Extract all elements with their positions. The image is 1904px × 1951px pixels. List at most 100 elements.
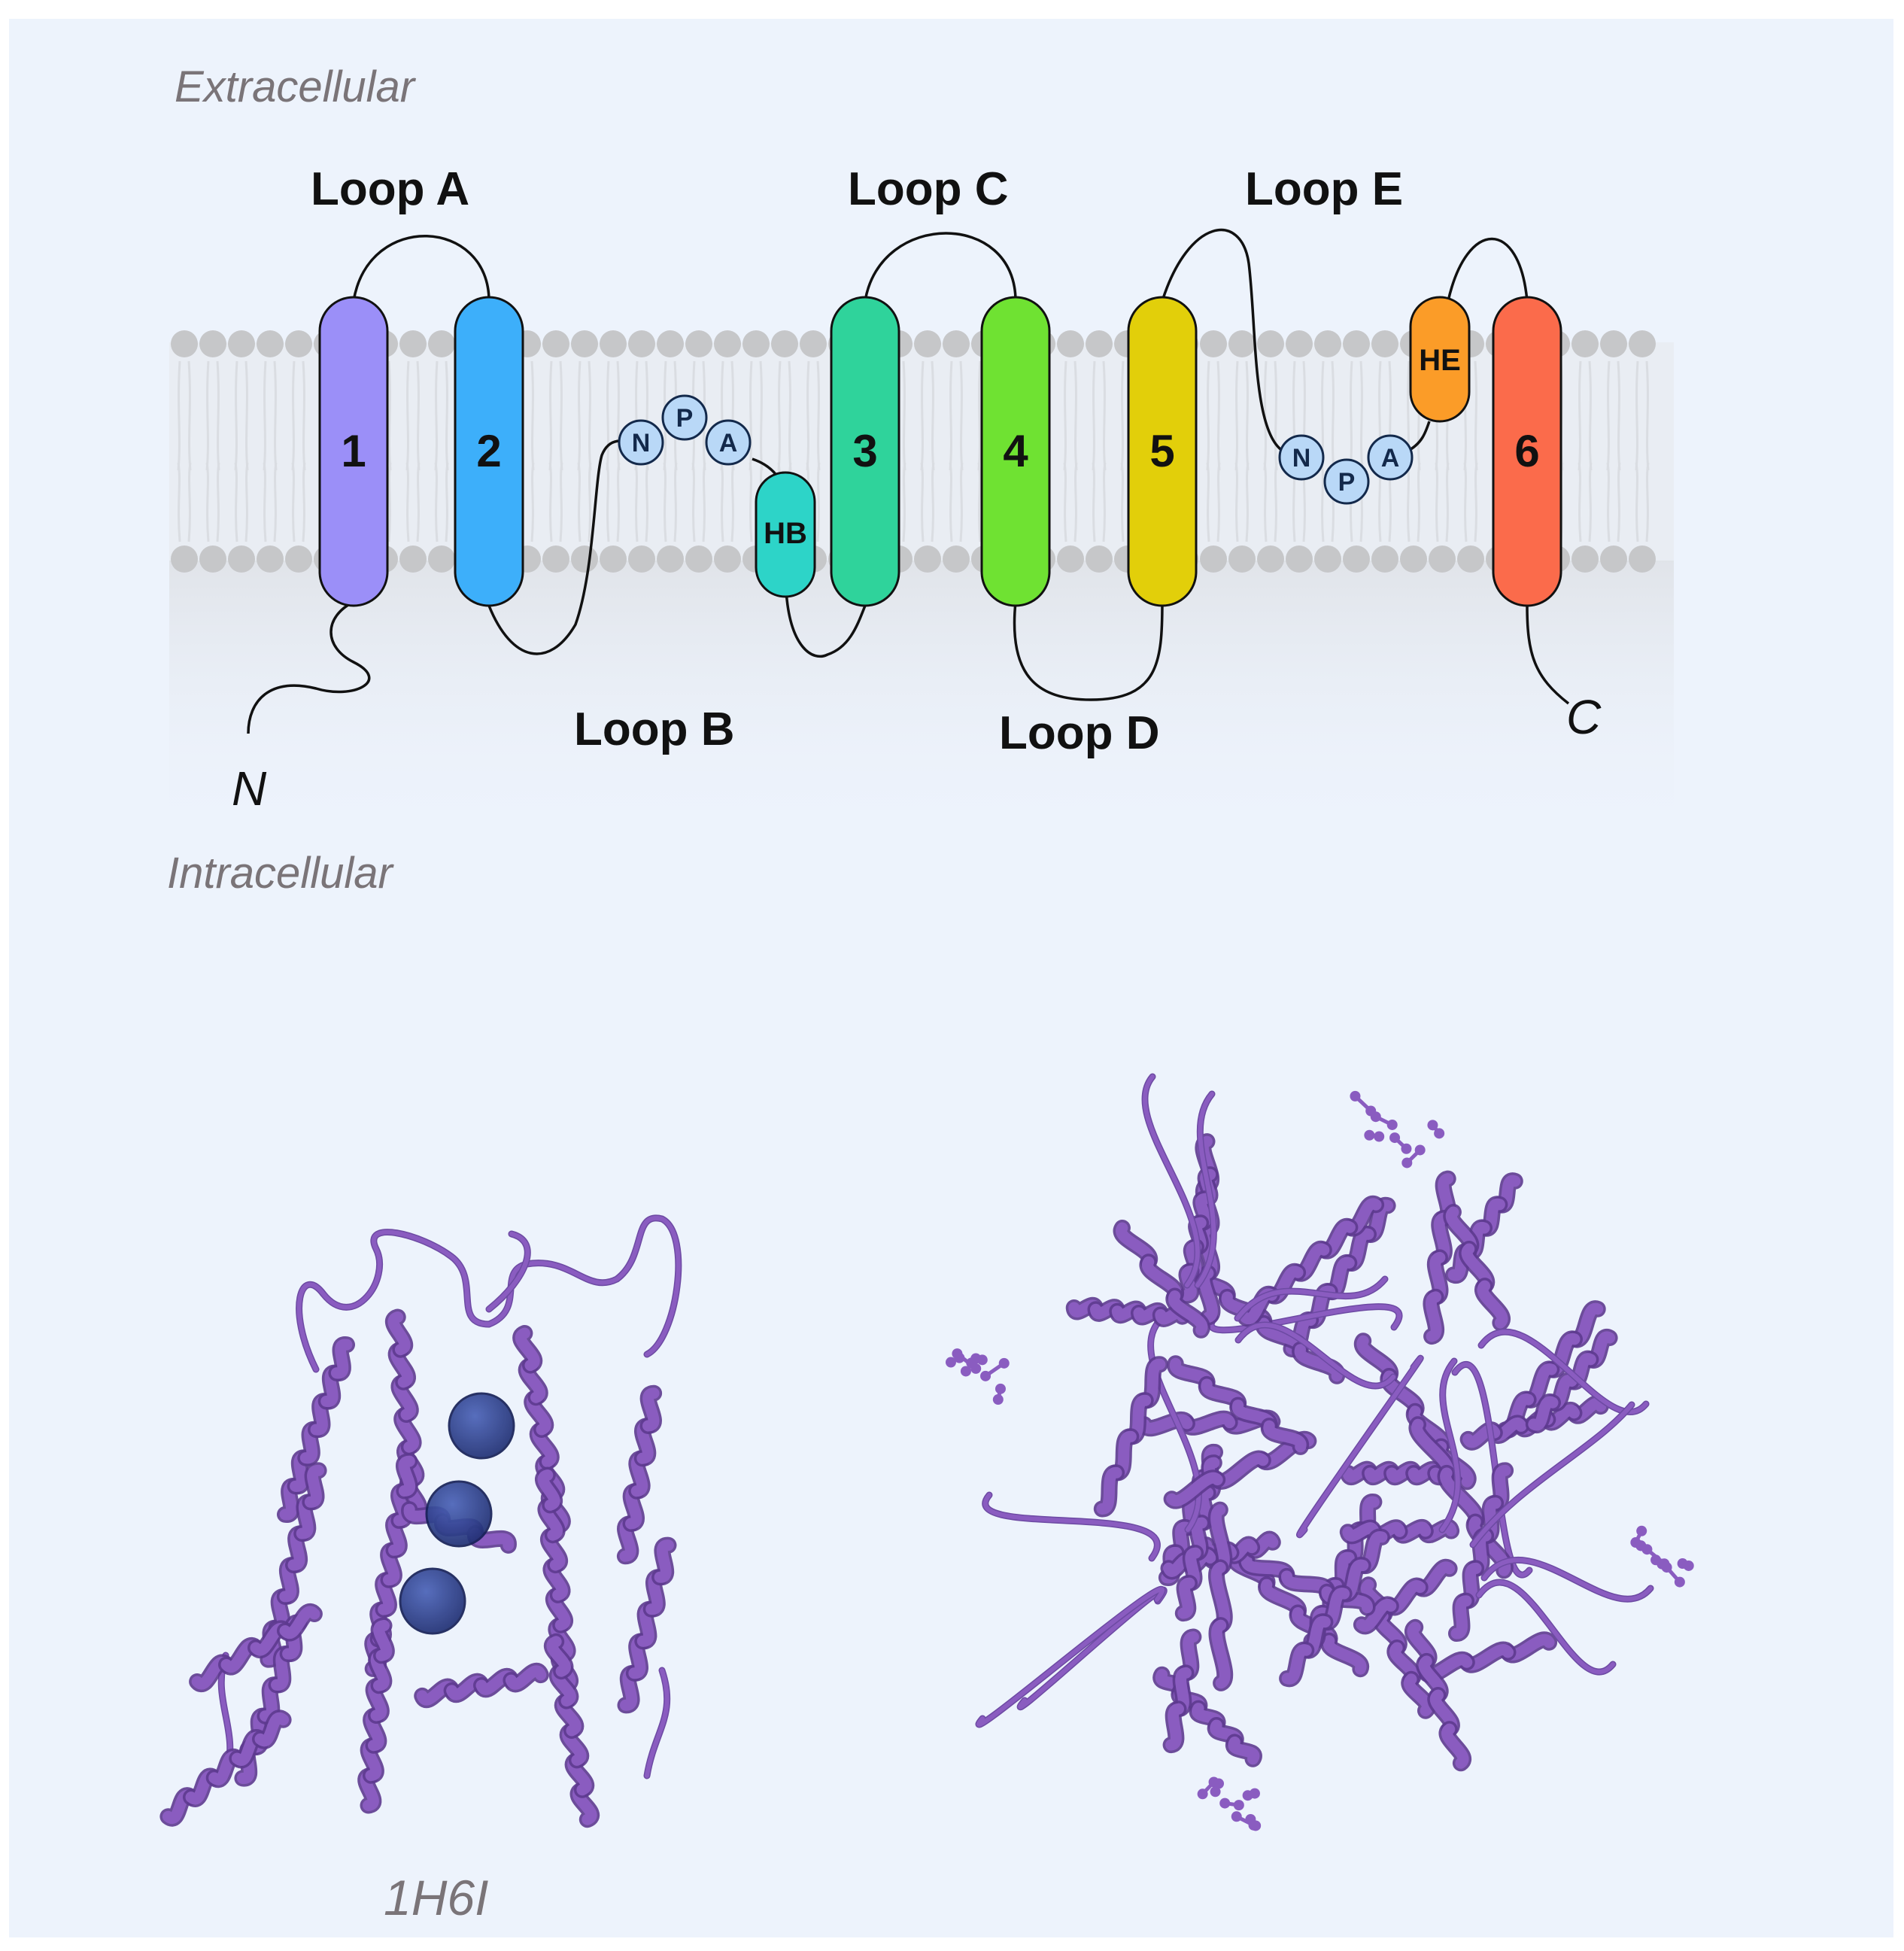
helix-4-label: 4 <box>1003 426 1028 476</box>
half-helix-hb-label: HB <box>764 517 807 550</box>
loop-c-path <box>864 232 1017 302</box>
loop-a-path <box>352 235 490 302</box>
helix-6: 6 <box>1492 296 1562 607</box>
water-molecule <box>425 1480 493 1548</box>
lipid-tail <box>606 360 621 471</box>
n-terminus-label: N <box>232 761 267 816</box>
helix-ribbon <box>1165 1703 1184 1751</box>
ligand-atom <box>1374 1131 1385 1142</box>
helix-ribbon <box>279 1606 320 1639</box>
ligand-atom <box>1641 1544 1653 1555</box>
lipid-tail <box>749 360 764 471</box>
npa-1-a: A <box>719 429 738 457</box>
helix-ribbon <box>1166 1472 1223 1507</box>
lipid-tail <box>548 360 563 471</box>
coil-loop <box>1477 1580 1615 1674</box>
lipid-tail <box>949 360 964 471</box>
c-terminus-label: C <box>1566 690 1602 744</box>
lipid-tail <box>1635 360 1650 471</box>
lipid-tail <box>291 360 306 471</box>
lipid-tail <box>1606 462 1621 542</box>
npa-2-p: P <box>1338 468 1356 497</box>
lipid-head <box>943 545 970 573</box>
npa-1-n: N <box>632 429 651 457</box>
lipid-tail <box>405 462 421 542</box>
lipid-tail <box>434 360 449 471</box>
lipid-head <box>600 545 627 573</box>
monomer-structure <box>159 1214 682 1828</box>
lipid-head <box>1371 330 1398 357</box>
lipid-tail <box>1092 462 1107 542</box>
lipid-tail <box>606 462 621 542</box>
lipid-head <box>428 545 455 573</box>
helix-ribbon <box>1138 1414 1193 1434</box>
ligand-atom <box>1364 1129 1375 1141</box>
lipid-head <box>542 545 569 573</box>
helix-ribbon <box>642 1387 660 1432</box>
lipid-tail <box>1063 462 1078 542</box>
ligand-atom <box>1389 1132 1401 1144</box>
lipid-tail <box>1063 360 1078 471</box>
lipid-head <box>1286 330 1313 357</box>
lipid-head <box>1257 330 1284 357</box>
lipid-head <box>1314 545 1341 573</box>
coil-loop <box>1236 1323 1395 1388</box>
lipid-tail <box>263 360 278 471</box>
lipid-head <box>657 545 684 573</box>
npa-motif-1: N P A <box>618 394 752 466</box>
lipid-tail <box>291 462 306 542</box>
ligand-atom <box>1427 1120 1438 1131</box>
lipid-head <box>914 545 941 573</box>
ligand-atom <box>945 1357 956 1368</box>
lipid-tail <box>1234 360 1250 471</box>
lipid-tail <box>1206 462 1221 542</box>
lipid-tail <box>634 462 649 542</box>
helix-ribbon <box>1342 1522 1380 1542</box>
lipid-head <box>714 330 741 357</box>
helix-3: 3 <box>830 296 900 607</box>
ligand-atom <box>970 1353 982 1364</box>
lipid-head <box>285 330 312 357</box>
ligand-atom <box>1630 1537 1641 1548</box>
ligand <box>1630 1525 1694 1588</box>
lipid-tail <box>1606 360 1621 471</box>
helix-ribbon <box>1281 1644 1312 1685</box>
npa-2-n: N <box>1292 444 1311 473</box>
coil-loop <box>1482 1557 1653 1602</box>
ligand-atom <box>1219 1798 1231 1809</box>
loop-d-label: Loop D <box>999 707 1160 759</box>
helix-ribbon <box>1403 1673 1434 1717</box>
lipid-head <box>1600 330 1627 357</box>
lipid-head <box>571 330 598 357</box>
lipid-head <box>714 545 741 573</box>
extracellular-label: Extracellular <box>175 62 417 111</box>
lipid-head <box>199 330 226 357</box>
helix-ribbon <box>505 1665 547 1690</box>
lipid-head <box>1057 545 1084 573</box>
ligand-atom <box>1401 1143 1412 1154</box>
lipid-head <box>1228 545 1256 573</box>
coil-loop <box>1440 1359 1460 1532</box>
helix-ribbon <box>1294 1344 1343 1382</box>
coil-loop <box>296 1214 682 1373</box>
lipid-head <box>1571 330 1599 357</box>
lipid-head <box>1400 545 1427 573</box>
lipid-tail <box>1578 360 1593 471</box>
loop-e-label: Loop E <box>1245 163 1403 215</box>
ligand-atom <box>998 1357 1010 1369</box>
loop-a-label: Loop A <box>311 163 469 215</box>
helix-ribbon <box>537 1469 560 1511</box>
lipid-tail <box>177 360 192 471</box>
loop-b-label: Loop B <box>574 704 735 755</box>
coil-loop <box>1235 1277 1387 1320</box>
lipid-head <box>1086 330 1113 357</box>
lipid-head <box>199 545 226 573</box>
lipid-head <box>1228 330 1256 357</box>
lipid-head <box>399 330 427 357</box>
ligand-atom <box>1434 1128 1445 1139</box>
lipid-tail <box>177 462 192 542</box>
n-terminus-tail <box>247 600 371 734</box>
lipid-tail <box>1349 360 1364 471</box>
loop-e-path-c <box>1447 237 1529 302</box>
coil-loop <box>1195 1092 1216 1287</box>
